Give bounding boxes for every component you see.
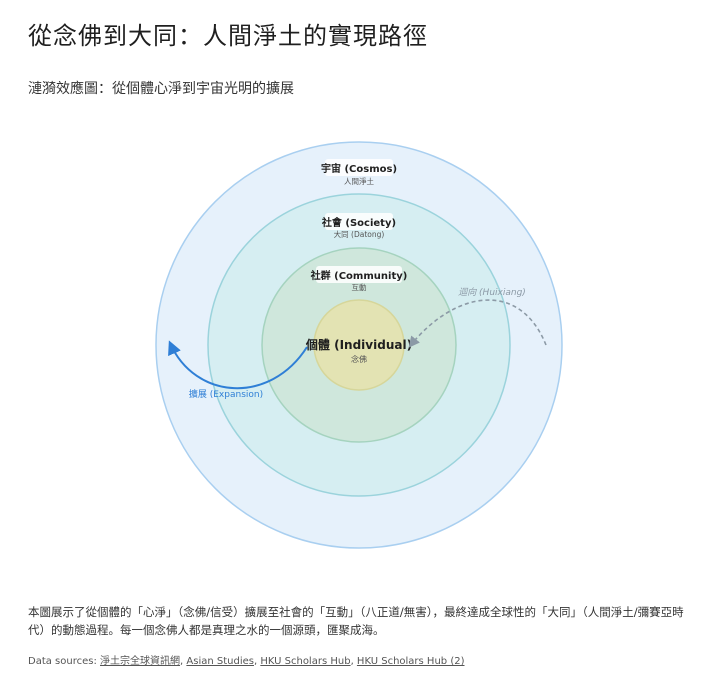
individual-subtitle: 念佛 [351, 354, 367, 364]
data-sources: Data sources: 淨土宗全球資訊網, Asian Studies, H… [28, 656, 465, 667]
return-arrow [408, 299, 547, 348]
individual-core [313, 299, 405, 391]
cosmos-title: 宇宙 (Cosmos) [321, 162, 397, 175]
diagram-caption: 本圖展示了從個體的「心淨」（念佛/信受）擴展至社會的「互動」（八正道/無害），最… [28, 605, 684, 637]
ripple-diagram: 宇宙 (Cosmos) 人間淨土 社會 (Society) 大同 (Datong… [155, 141, 563, 549]
community-title: 社群 (Community) [310, 269, 408, 282]
society-label-bg [325, 213, 393, 230]
cosmos-label-bg [325, 159, 393, 176]
source-link-1[interactable]: 淨土宗全球資訊網 [100, 656, 181, 667]
expansion-label: 擴展 (Expansion) [189, 388, 263, 400]
society-title: 社會 (Society) [321, 216, 396, 229]
society-subtitle: 大同 (Datong) [334, 229, 385, 239]
page-title: 從念佛到大同：人間淨土的實現路徑 [28, 22, 428, 50]
community-label-bg [316, 266, 402, 283]
diagram-subtitle: 漣漪效應圖：從個體心淨到宇宙光明的擴展 [28, 81, 294, 97]
source-link-4[interactable]: HKU Scholars Hub (2) [356, 656, 465, 667]
source-link-3[interactable]: HKU Scholars Hub [260, 656, 351, 667]
cosmos-subtitle: 人間淨土 [344, 176, 374, 186]
individual-title: 個體 (Individual) [305, 337, 412, 352]
source-link-2[interactable]: Asian Studies [186, 656, 254, 667]
community-subtitle: 互動 [352, 283, 367, 292]
sources-label: Data sources: [28, 656, 97, 667]
return-label: 迴向 (Huixiang) [458, 287, 526, 298]
expansion-arrow [168, 340, 308, 390]
